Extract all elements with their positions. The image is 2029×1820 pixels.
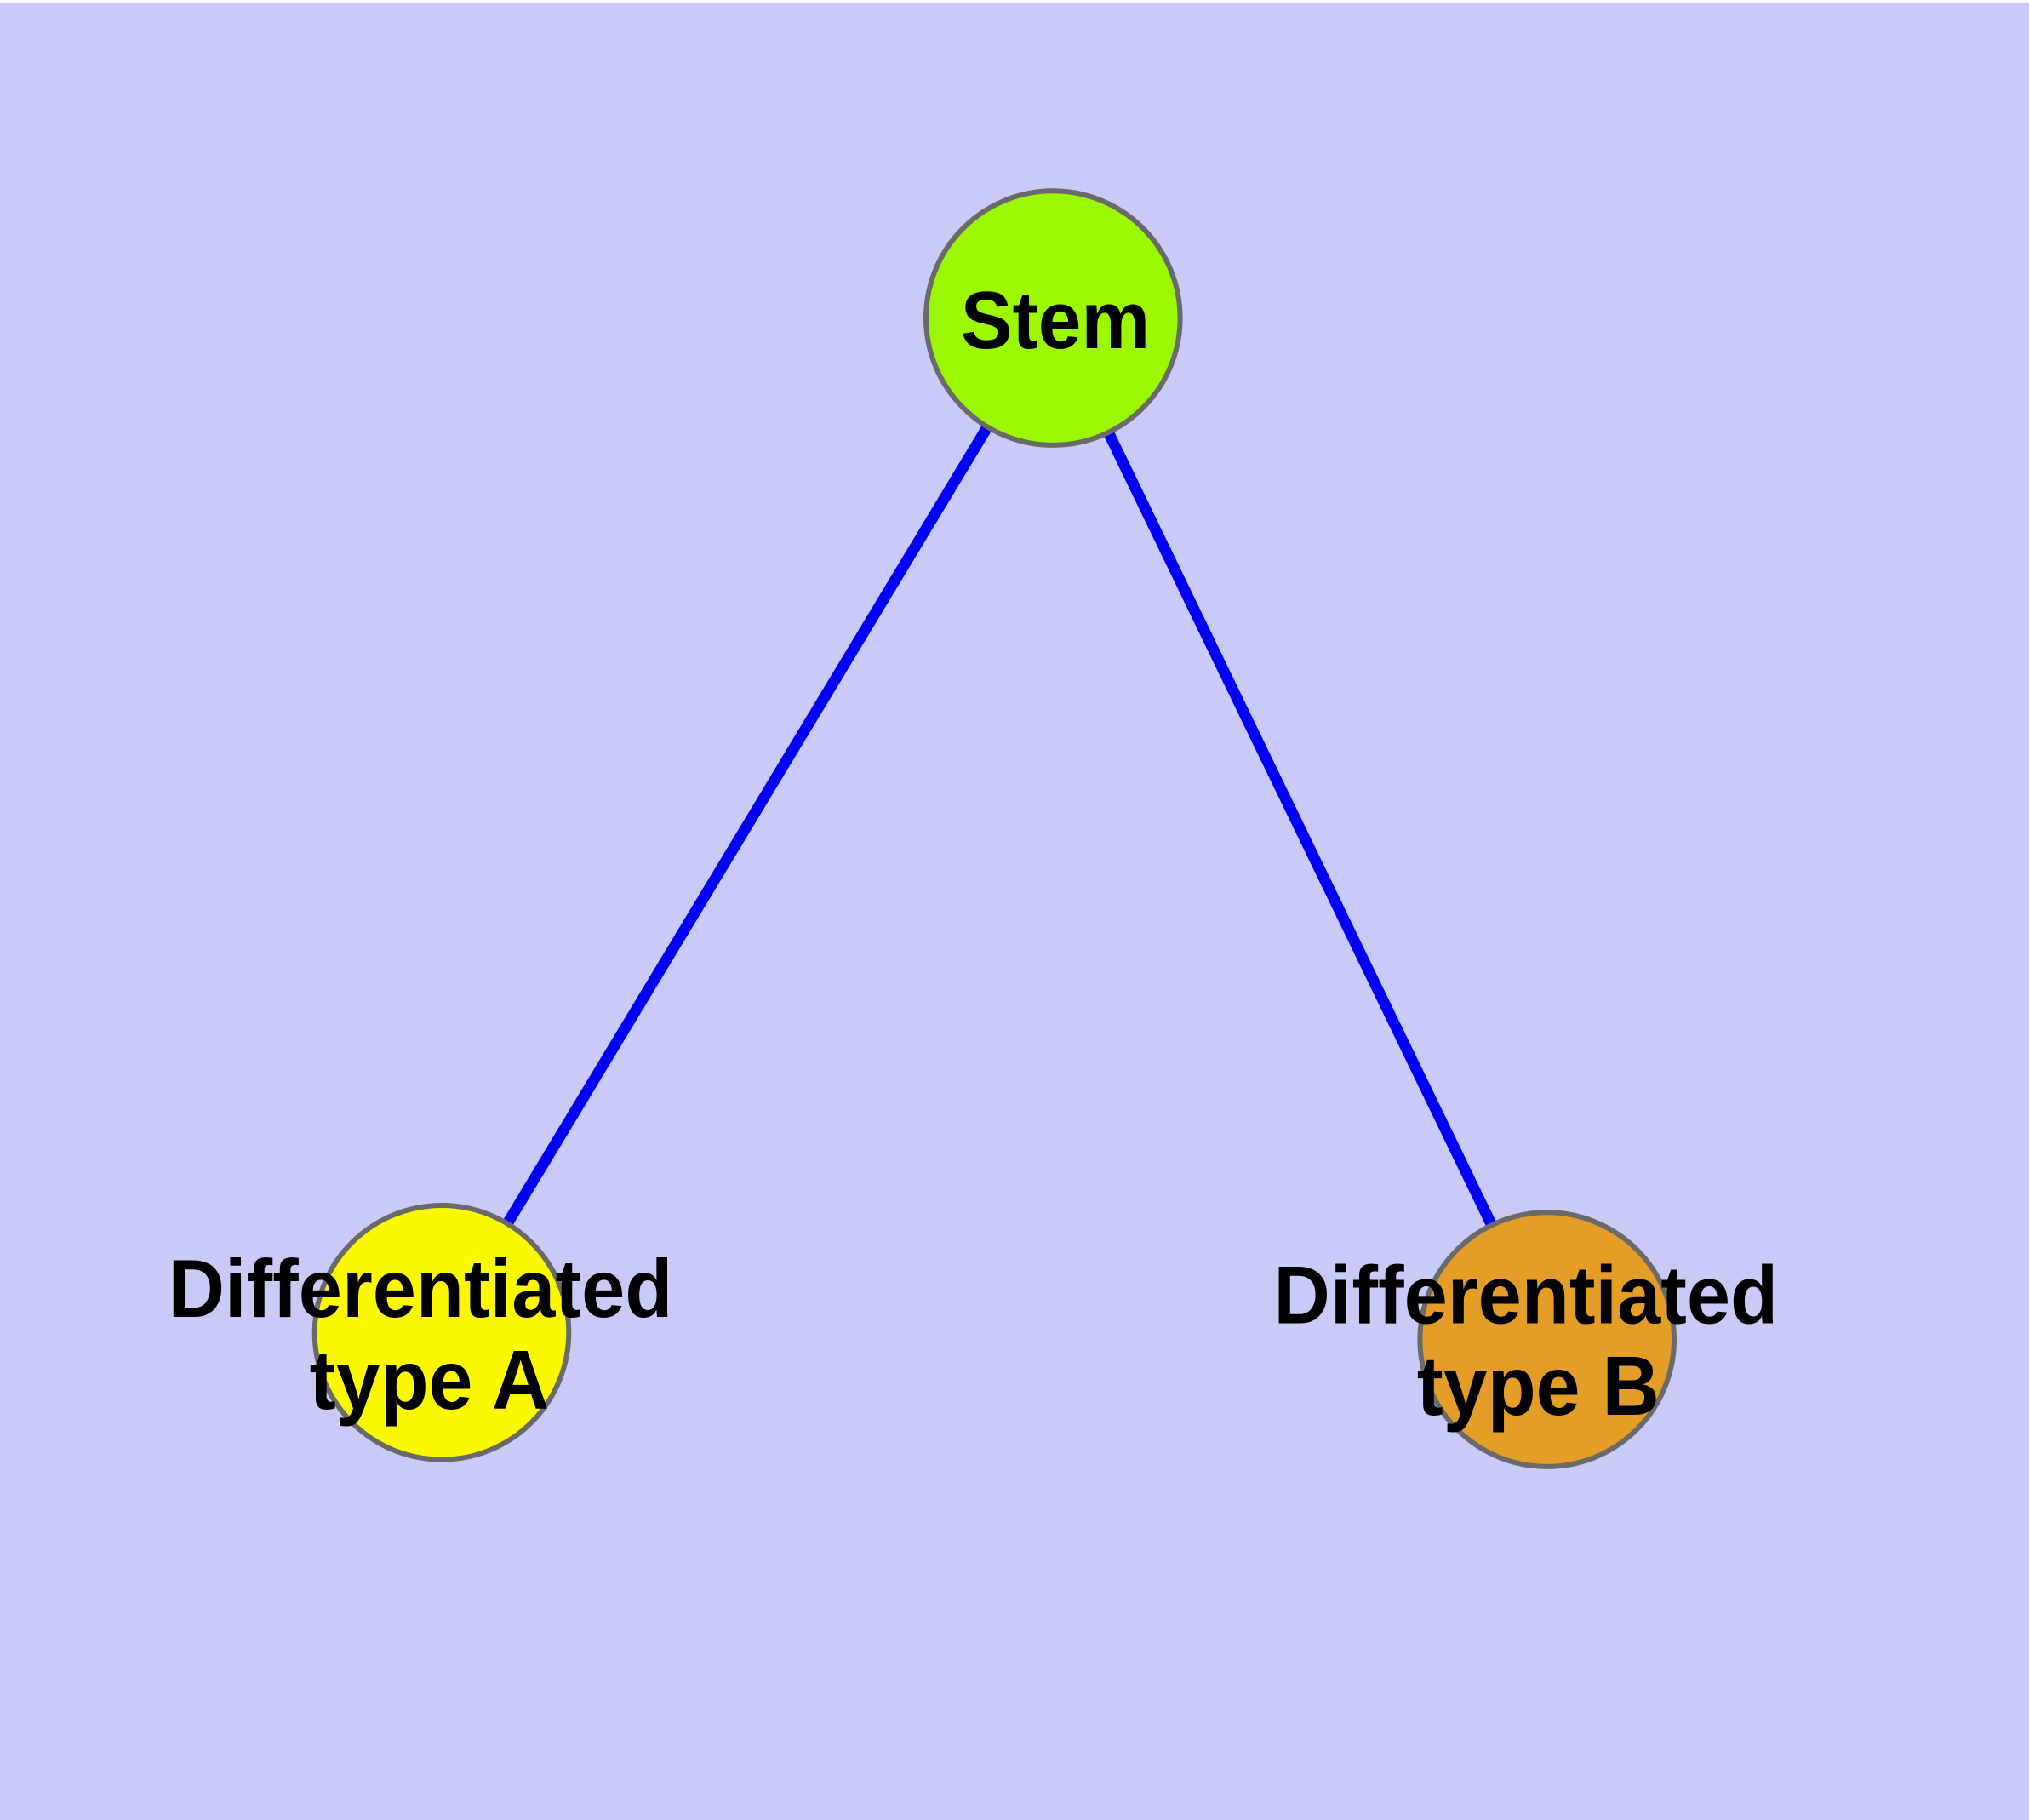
svg-text:Stem: Stem	[961, 275, 1151, 366]
svg-text:type A: type A	[310, 1334, 550, 1428]
svg-text:type B: type B	[1417, 1340, 1660, 1434]
svg-text:Differentiated: Differentiated	[169, 1243, 673, 1335]
svg-text:Differentiated: Differentiated	[1273, 1249, 1778, 1341]
